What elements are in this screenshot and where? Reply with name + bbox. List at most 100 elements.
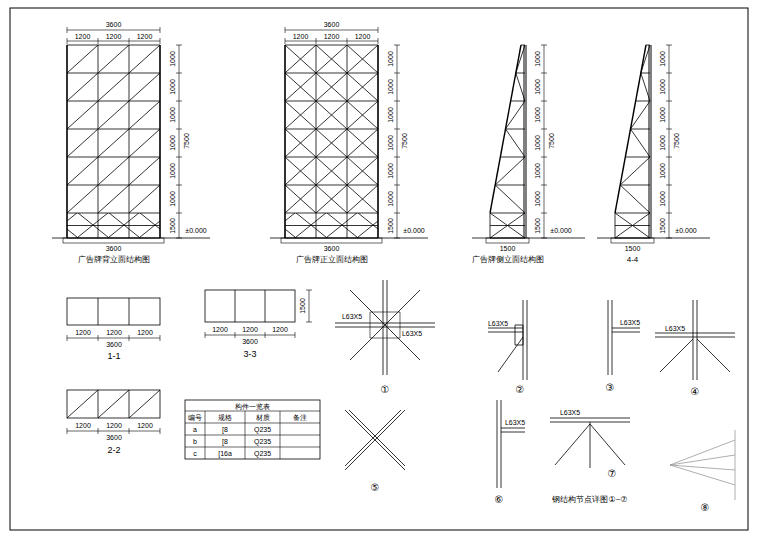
dimension-label: 1000	[169, 162, 176, 180]
table-cell: c	[192, 450, 198, 457]
dimension-label: 1000	[387, 106, 394, 124]
member-label: L63X5	[401, 330, 423, 337]
table-cell: b	[192, 438, 198, 445]
dimension-label: 1500	[659, 217, 666, 235]
view-title: 4-4	[626, 256, 640, 264]
callout-number: ⑧	[700, 503, 711, 513]
dimension-label: 1200	[323, 33, 341, 40]
dimension-label: 7500	[673, 132, 680, 150]
member-label: L63X5	[487, 320, 509, 327]
section-title: 1-1	[106, 352, 121, 361]
dimension-label: 1200	[136, 329, 154, 336]
view-title: 广告牌背立面结构图	[77, 256, 151, 264]
member-label: L63X5	[664, 325, 686, 332]
view-title: 广告牌侧立面结构图	[471, 256, 545, 264]
dimension-label: 3600	[241, 338, 259, 345]
dimension-label: 1000	[387, 162, 394, 180]
member-label: L63X5	[559, 409, 581, 416]
section-title: 2-2	[106, 446, 121, 455]
dimension-label: 1200	[354, 33, 372, 40]
dimension-label: 1200	[74, 422, 92, 429]
callout-number: ③	[605, 383, 616, 393]
callout-number: ①	[380, 385, 391, 395]
dimension-label: 1200	[241, 326, 259, 333]
dimension-label: 1000	[534, 134, 541, 152]
dimension-label: 1000	[387, 78, 394, 96]
dimension-label: 1000	[387, 50, 394, 68]
table-cell: 备注	[292, 414, 308, 421]
dimension-label: 3600	[323, 245, 341, 252]
callout-number: ④	[690, 387, 701, 397]
dimension-label: 1000	[169, 134, 176, 152]
dimension-label: 1500	[387, 217, 394, 235]
table-cell: Q235	[253, 450, 272, 457]
table-cell: Q235	[253, 426, 272, 433]
dimension-label: 1200	[211, 326, 229, 333]
level-label: ±0.000	[674, 227, 697, 234]
table-cell: 规格	[217, 414, 233, 421]
dimension-label: 7500	[183, 132, 190, 150]
dimension-label: 1500	[534, 217, 541, 235]
dimension-label: 1000	[169, 78, 176, 96]
callout-number: ⑤	[370, 483, 381, 493]
table-cell: 材质	[255, 414, 271, 421]
dimension-label: 1000	[659, 106, 666, 124]
dimension-label: 1000	[169, 50, 176, 68]
view-title: 广告牌正立面结构图	[295, 256, 369, 264]
table-cell: a	[192, 426, 198, 433]
table-cell: [8	[221, 426, 229, 433]
dimension-label: 1000	[169, 106, 176, 124]
callout-number: ⑦	[607, 469, 618, 479]
level-label: ±0.000	[402, 227, 425, 234]
level-label: ±0.000	[549, 227, 572, 234]
table-cell: [16a	[217, 450, 233, 457]
dimension-label: 1000	[387, 134, 394, 152]
dimension-label: 1000	[534, 162, 541, 180]
detail-caption: 钢结构节点详图①~⑦	[551, 496, 628, 504]
dimension-label: 1000	[534, 190, 541, 208]
table-cell: [8	[221, 438, 229, 445]
dimension-label: 3600	[323, 21, 341, 28]
level-label: ±0.000	[184, 227, 207, 234]
dimension-label: 1000	[659, 50, 666, 68]
dimension-label: 3600	[105, 245, 123, 252]
dimension-label: 1000	[534, 78, 541, 96]
dimension-label: 7500	[401, 132, 408, 150]
dimension-label: 3600	[105, 341, 123, 348]
dimension-label: 1000	[169, 190, 176, 208]
dimension-label: 7500	[548, 132, 555, 150]
callout-number: ②	[515, 385, 526, 395]
dimension-label: 1200	[74, 329, 92, 336]
dimension-label: 1200	[271, 326, 289, 333]
dimension-label: 1200	[292, 33, 310, 40]
dimension-label: 1200	[136, 422, 154, 429]
table-cell: Q235	[253, 438, 272, 445]
dimension-label: 1500	[169, 217, 176, 235]
member-label: L63X5	[341, 313, 363, 320]
dimension-label: 1200	[105, 329, 123, 336]
dimension-label: 3600	[105, 21, 123, 28]
dimension-label: 1000	[387, 190, 394, 208]
member-label: L63X5	[619, 319, 641, 326]
dimension-label: 1000	[659, 162, 666, 180]
dimension-label: 1000	[659, 190, 666, 208]
dimension-label: 1500	[499, 245, 517, 252]
dimension-label: 1000	[659, 78, 666, 96]
dimension-label: 1500	[624, 245, 642, 252]
callout-number: ⑥	[494, 495, 505, 505]
dimension-label: 1200	[74, 33, 92, 40]
dimension-label: 1500	[299, 297, 306, 315]
dimension-label: 3600	[105, 434, 123, 441]
member-label: L63X5	[504, 419, 526, 426]
dimension-label: 1000	[534, 106, 541, 124]
dimension-label: 1000	[534, 50, 541, 68]
table-cell: 编号	[187, 414, 203, 421]
table-title: 构件一览表	[234, 402, 271, 409]
dimension-label: 1200	[136, 33, 154, 40]
dimension-label: 1000	[659, 134, 666, 152]
dimension-label: 1200	[105, 422, 123, 429]
dimension-label: 1200	[105, 33, 123, 40]
section-title: 3-3	[242, 350, 257, 359]
